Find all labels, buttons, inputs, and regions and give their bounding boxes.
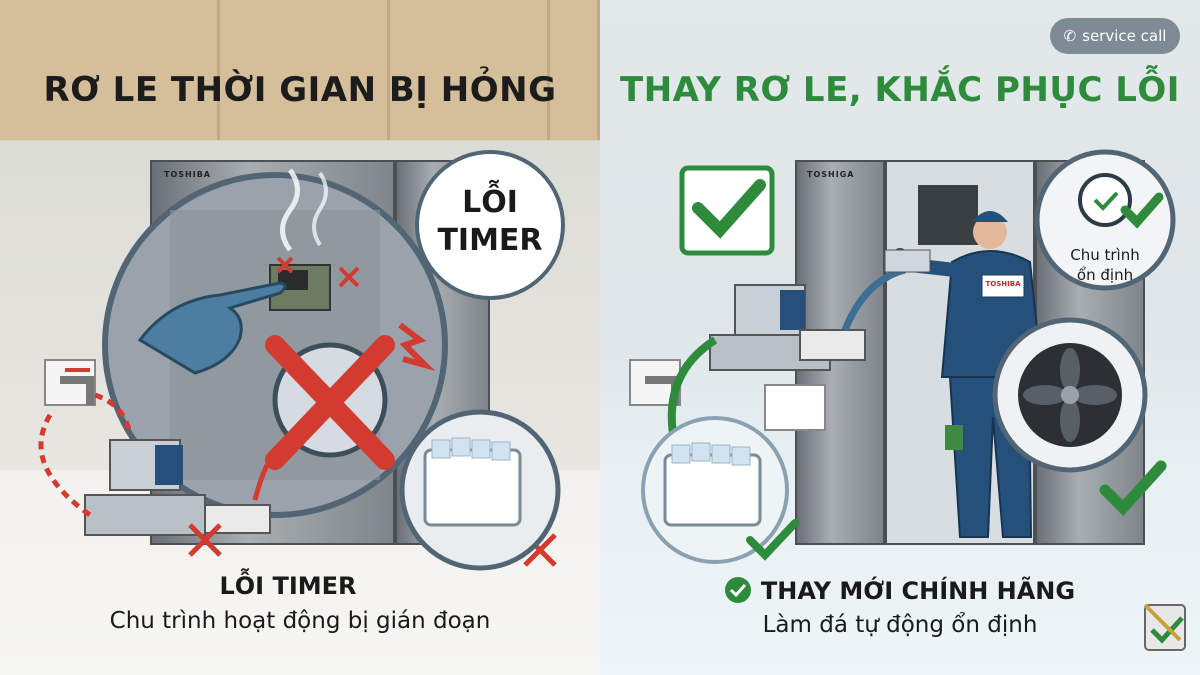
gloved-hand	[137, 281, 287, 375]
right-caption-subtitle: Làm đá tự động ổn định	[762, 612, 1038, 638]
left-illustration	[38, 168, 561, 571]
fridge-brand: TOSHIGA	[807, 170, 855, 179]
clock-icon	[1078, 173, 1132, 227]
technician-badge: TOSHIBA	[985, 280, 1021, 288]
right-panel: THAY RƠ LE, KHẮC PHỤC LỖI ✆ service call…	[600, 0, 1200, 675]
right-title: THAY RƠ LE, KHẮC PHỤC LỖI	[620, 70, 1180, 110]
phone-icon: ✆	[1063, 27, 1077, 45]
tools-icon	[1143, 603, 1186, 651]
left-caption-title: LỖI TIMER	[219, 572, 357, 600]
technician-head	[973, 215, 1007, 249]
cabinet-door	[390, 0, 550, 140]
right-caption-title: THAY MỚI CHÍNH HÃNG	[760, 577, 1076, 605]
cabinet-door	[220, 0, 390, 140]
left-title: RƠ LE THỜI GIAN BỊ HỎNG	[43, 70, 557, 110]
check-mark	[692, 179, 766, 239]
cabinet-door	[550, 0, 600, 140]
left-panel: RƠ LE THỜI GIAN BỊ HỎNG TOSHIBA	[0, 0, 600, 675]
error-cross	[265, 335, 395, 470]
cycle-stable-label: Chu trình ổn định	[1070, 246, 1140, 284]
small-x-marks	[276, 256, 360, 288]
service-call-button[interactable]: ✆ service call	[1050, 18, 1180, 54]
right-illustration	[629, 149, 1186, 651]
fridge-brand: TOSHIBA	[164, 170, 211, 179]
error-bubble: LỖI TIMER	[415, 150, 565, 300]
ok-check-icon	[725, 577, 751, 603]
cabinet-door	[0, 0, 220, 140]
service-call-label: service call	[1082, 27, 1167, 45]
left-caption-subtitle: Chu trình hoạt động bị gián đoạn	[109, 608, 491, 634]
